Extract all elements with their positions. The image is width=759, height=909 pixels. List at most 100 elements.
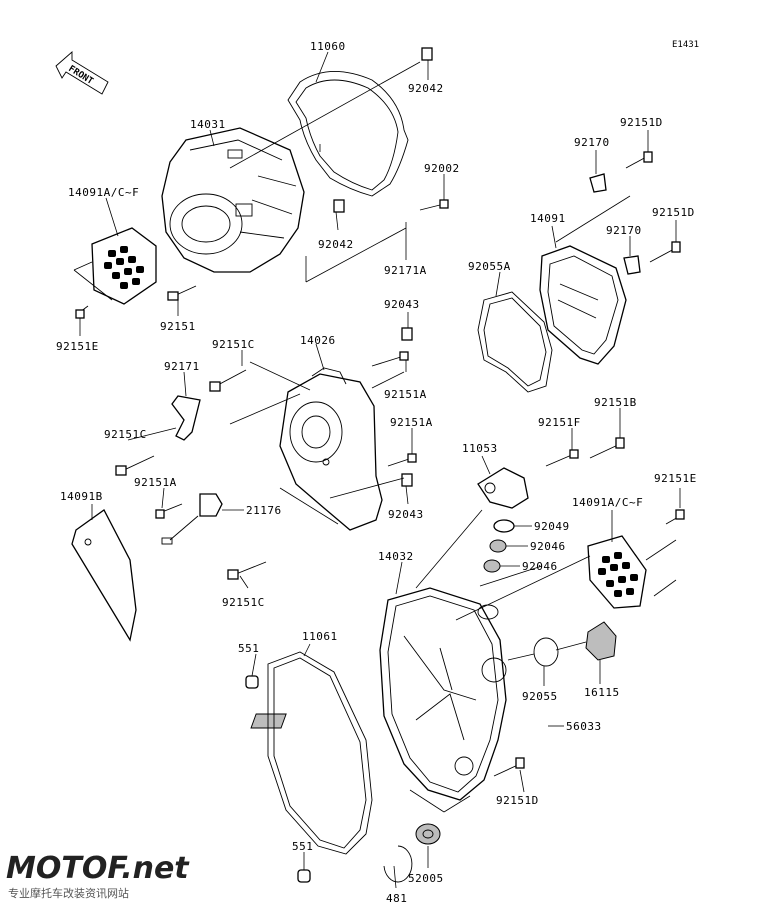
gasket-92055a	[477, 291, 553, 393]
label-92171: 92171	[164, 360, 200, 373]
cap-16115	[585, 621, 617, 661]
label-11060: 11060	[310, 40, 346, 53]
label-92151b: 92151B	[594, 396, 637, 409]
label-551a: 551	[238, 642, 259, 655]
bolts	[75, 47, 685, 777]
leader-lines	[79, 51, 681, 889]
label-11053: 11053	[462, 442, 498, 455]
label-92171a: 92171A	[384, 264, 427, 277]
seal-92049	[493, 519, 515, 533]
label-92151d-top: 92151D	[620, 116, 663, 129]
cover-plate-14091a-right	[587, 535, 647, 609]
label-21176: 21176	[246, 504, 282, 517]
part-labels: 11060 92042 14031 92002 14091A/C~F 92042…	[56, 40, 697, 905]
label-14091b: 14091B	[60, 490, 103, 503]
label-92151a-c: 92151A	[134, 476, 177, 489]
bolt-92151-icon	[167, 285, 197, 301]
reference-code: E1431	[672, 40, 699, 50]
bolt-92151c-b-icon	[115, 455, 155, 476]
front-label: FRONT	[66, 64, 95, 87]
seal-92046a	[489, 539, 507, 553]
label-92042b: 92042	[318, 238, 354, 251]
label-92043a: 92043	[384, 298, 420, 311]
label-92151: 92151	[160, 320, 196, 333]
label-14031: 14031	[190, 118, 226, 131]
bolt-92043b-icon	[401, 473, 413, 487]
label-92042a: 92042	[408, 82, 444, 95]
label-92151d-mid: 92151D	[652, 206, 695, 219]
seal-92046b	[483, 559, 501, 573]
label-92046b: 92046	[522, 560, 558, 573]
label-92170a: 92170	[574, 136, 610, 149]
cover-14091b	[71, 509, 137, 642]
label-11061: 11061	[302, 630, 338, 643]
label-92151d-bot: 92151D	[496, 794, 539, 807]
watermark-tagline: 专业摩托车改装资讯网站	[8, 886, 129, 900]
label-14091acf-right: 14091A/C~F	[572, 496, 643, 509]
label-16115: 16115	[584, 686, 620, 699]
bolt-92151f-icon	[545, 449, 579, 467]
label-481: 481	[386, 892, 407, 905]
cover-14031	[161, 127, 305, 273]
bolt-92151d-top-icon	[625, 151, 653, 169]
dowel-551b	[297, 869, 311, 883]
label-92170b: 92170	[606, 224, 642, 237]
cover-14032	[379, 587, 507, 801]
bolt-92151b-icon	[589, 437, 625, 459]
bolt-92151a-a-icon	[371, 351, 409, 367]
bolt-92151a-b-icon	[387, 453, 417, 467]
bracket-92171	[171, 395, 201, 441]
label-92043b: 92043	[388, 508, 424, 521]
nut-52005	[415, 823, 441, 845]
bolt-92151c-a-icon	[209, 369, 247, 392]
breather-11053	[477, 467, 529, 509]
label-92046a: 92046	[530, 540, 566, 553]
label-92151c-a: 92151C	[212, 338, 255, 351]
sensor-21176	[161, 493, 223, 545]
bolt-92151d-bot-icon	[493, 757, 525, 777]
bolt-92043a-icon	[401, 327, 413, 341]
label-52005: 52005	[408, 872, 444, 885]
cover-14091	[539, 245, 627, 365]
o-ring-92055	[533, 637, 559, 667]
label-14026: 14026	[300, 334, 336, 347]
bolt-92151d-mid-icon	[649, 241, 681, 263]
label-551b: 551	[292, 840, 313, 853]
label-92151e-right: 92151E	[654, 472, 697, 485]
label-92151a-a: 92151A	[384, 388, 427, 401]
bolt-92151e-right-icon	[665, 509, 685, 525]
bolt-92042a-icon	[421, 47, 433, 61]
label-14091: 14091	[530, 212, 566, 225]
label-56033	[250, 713, 287, 729]
label-92151a-b: 92151A	[390, 416, 433, 429]
label-92002: 92002	[424, 162, 460, 175]
label-92151e-top: 92151E	[56, 340, 99, 353]
dowel-551a	[245, 675, 259, 689]
label-92049: 92049	[534, 520, 570, 533]
bolt-92151e-top-icon	[75, 305, 89, 319]
circlip-481	[383, 845, 413, 883]
gasket-11060	[287, 71, 409, 197]
bolt-92002-icon	[419, 199, 449, 211]
label-56033: 56033	[566, 720, 602, 733]
label-92151c-b: 92151C	[104, 428, 147, 441]
watermark-brand: MOTOF.net	[6, 851, 190, 886]
bolt-92151a-c-icon	[155, 503, 183, 519]
bolt-92042b-icon	[333, 199, 345, 213]
assembly-lines	[73, 61, 677, 813]
cover-plate-14091a-top	[91, 227, 157, 305]
bolt-92151c-c-icon	[227, 561, 267, 580]
label-92055: 92055	[522, 690, 558, 703]
watermark: MOTOF.net 专业摩托车改装资讯网站	[6, 851, 190, 900]
gasket-11061	[267, 651, 373, 855]
label-92055a: 92055A	[468, 260, 511, 273]
front-arrow-icon: FRONT	[55, 51, 109, 95]
label-14091acf-top: 14091A/C~F	[68, 186, 139, 199]
label-14032: 14032	[378, 550, 414, 563]
clip-92170b-icon	[623, 255, 641, 275]
clip-92170a-icon	[589, 173, 607, 193]
label-92151c-c: 92151C	[222, 596, 265, 609]
label-92151f: 92151F	[538, 416, 581, 429]
